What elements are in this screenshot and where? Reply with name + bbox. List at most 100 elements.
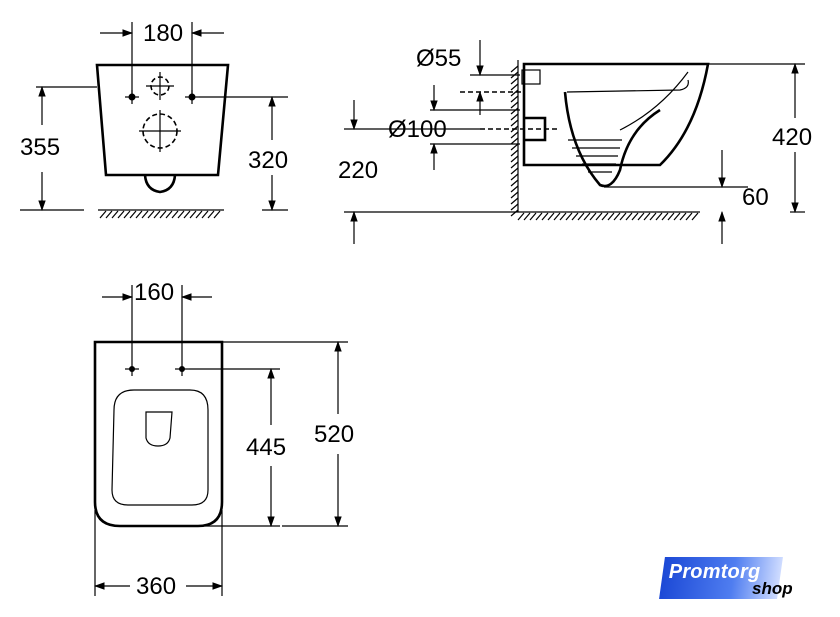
hatch-mark <box>547 212 555 221</box>
hatch-mark <box>510 179 519 187</box>
hatch-mark <box>195 210 203 219</box>
dim-front-top-spacing: 180 <box>143 20 183 47</box>
side-bowl-trap <box>563 91 661 188</box>
hatch-mark <box>510 89 519 97</box>
hatch-mark <box>583 212 591 221</box>
dim-top-width: 360 <box>136 573 176 600</box>
logo-main-text: Promtorg <box>668 561 761 583</box>
hatch-mark <box>649 212 657 221</box>
hatch-mark <box>541 212 549 221</box>
hatch-mark <box>565 212 573 221</box>
hatch-mark <box>510 185 519 193</box>
hatch-mark <box>523 212 531 221</box>
hatch-mark <box>553 212 561 221</box>
side-water <box>568 139 622 173</box>
hatch-mark <box>625 212 633 221</box>
hatch-mark <box>117 210 125 219</box>
front-fixing-hole-left <box>125 90 139 104</box>
hatch-mark <box>129 210 137 219</box>
hatch-mark <box>510 107 519 115</box>
hatch-mark <box>510 167 519 175</box>
front-bowl-spout <box>143 174 177 194</box>
front-floor-hatch <box>99 210 221 219</box>
hatch-mark <box>147 210 155 219</box>
hatch-mark <box>601 212 609 221</box>
hatch-mark <box>685 212 693 221</box>
hatch-mark <box>510 209 519 217</box>
side-pipe-inlet <box>521 69 541 85</box>
hatch-mark <box>535 212 543 221</box>
hatch-mark <box>510 173 519 181</box>
hatch-mark <box>123 210 131 219</box>
hatch-mark <box>159 210 167 219</box>
hatch-mark <box>510 203 519 211</box>
hatch-mark <box>637 212 645 221</box>
front-view: 180 355 320 <box>20 20 288 219</box>
hatch-mark <box>613 212 621 221</box>
dim-top-hole-spacing: 160 <box>134 279 174 306</box>
hatch-mark <box>529 212 537 221</box>
dim-top-total-length: 520 <box>314 421 354 448</box>
hatch-mark <box>691 212 699 221</box>
hatch-mark <box>510 77 519 85</box>
hatch-mark <box>510 197 519 205</box>
front-bowl-outline <box>95 63 230 177</box>
hatch-mark <box>595 212 603 221</box>
hatch-mark <box>510 131 519 139</box>
hatch-mark <box>207 210 215 219</box>
hatch-mark <box>141 210 149 219</box>
side-view: Ø55 Ø100 220 420 60 <box>338 40 812 244</box>
hatch-mark <box>619 212 627 221</box>
dim-side-total-height: 420 <box>772 124 812 151</box>
top-bowl-drain <box>145 411 173 447</box>
logo-sub-text: shop <box>752 579 793 598</box>
top-view: 160 445 520 360 <box>93 279 354 600</box>
hatch-mark <box>517 212 525 221</box>
dim-side-water-level: 60 <box>742 184 769 211</box>
hatch-mark <box>559 212 567 221</box>
hatch-mark <box>655 212 663 221</box>
hatch-mark <box>201 210 209 219</box>
dim-front-total-height: 355 <box>20 134 60 161</box>
hatch-mark <box>510 119 519 127</box>
hatch-mark <box>643 212 651 221</box>
side-bowl-outline <box>522 62 710 167</box>
hatch-mark <box>510 191 519 199</box>
hatch-mark <box>679 212 687 221</box>
hatch-mark <box>510 101 519 109</box>
hatch-mark <box>99 210 107 219</box>
promtorg-logo: Promtorg shop <box>659 557 812 607</box>
hatch-mark <box>510 95 519 103</box>
hatch-mark <box>661 212 669 221</box>
top-bowl-outline <box>93 340 224 528</box>
top-bowl-opening <box>111 389 209 506</box>
hatch-mark <box>111 210 119 219</box>
hatch-mark <box>183 210 191 219</box>
hatch-mark <box>171 210 179 219</box>
hatch-mark <box>165 210 173 219</box>
hatch-mark <box>213 210 221 219</box>
hatch-mark <box>589 212 597 221</box>
hatch-mark <box>510 65 519 73</box>
hatch-mark <box>673 212 681 221</box>
hatch-mark <box>510 155 519 163</box>
hatch-mark <box>510 143 519 151</box>
side-floor-hatch <box>517 212 699 221</box>
hatch-mark <box>510 149 519 157</box>
hatch-mark <box>189 210 197 219</box>
hatch-mark <box>577 212 585 221</box>
dim-side-drain-height: 220 <box>338 157 378 184</box>
hatch-mark <box>153 210 161 219</box>
hatch-mark <box>510 83 519 91</box>
hatch-mark <box>510 161 519 169</box>
hatch-mark <box>510 137 519 145</box>
hatch-mark <box>177 210 185 219</box>
hatch-mark <box>607 212 615 221</box>
side-wall-hatch <box>510 65 519 217</box>
top-fixing-hole-left <box>125 362 139 376</box>
dim-top-fixing-length: 445 <box>246 434 286 461</box>
dim-front-hole-height: 320 <box>248 147 288 174</box>
hatch-mark <box>631 212 639 221</box>
hatch-mark <box>667 212 675 221</box>
